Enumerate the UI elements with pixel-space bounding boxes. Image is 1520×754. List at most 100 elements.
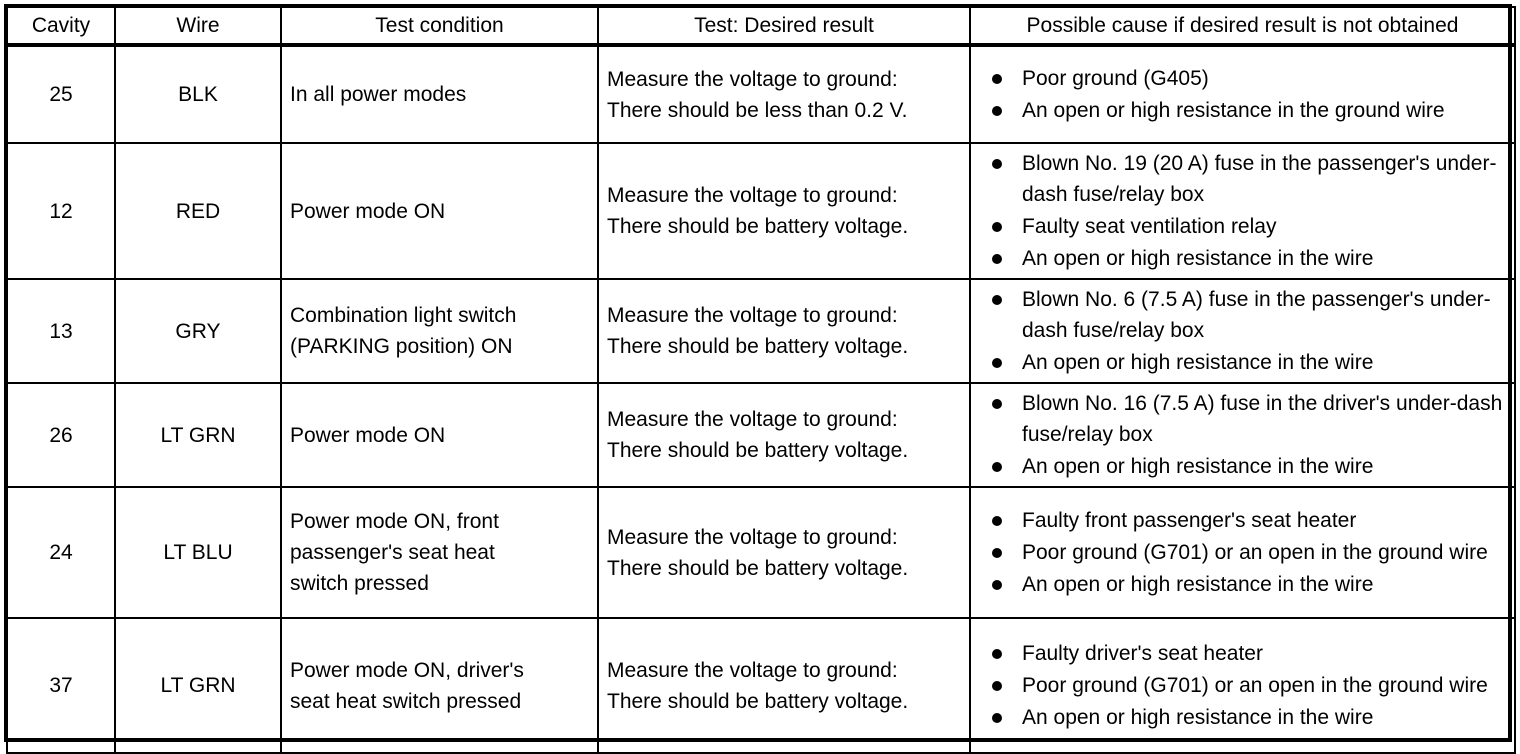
cell-cavity: 24	[6, 486, 116, 619]
bullet-icon	[992, 399, 1002, 409]
possible-cause-list: Blown No. 19 (20 A) fuse in the passenge…	[989, 148, 1510, 274]
possible-cause-text: An open or high resistance in the ground…	[1022, 99, 1445, 122]
test-condition-line: Power mode ON	[290, 199, 446, 223]
list-item: An open or high resistance in the wire	[989, 702, 1510, 733]
column-header-test-desired-result-label: Test: Desired result	[694, 13, 874, 37]
cell-cavity: 12	[6, 142, 116, 280]
bullet-icon	[992, 159, 1002, 169]
bullet-icon	[992, 681, 1002, 691]
list-item: Poor ground (G701) or an open in the gro…	[989, 670, 1510, 701]
column-header-test-condition: Test condition	[280, 6, 599, 47]
cell-possible-cause: Blown No. 16 (7.5 A) fuse in the driver'…	[969, 382, 1516, 488]
cell-test-condition: Power mode ON	[280, 382, 599, 488]
list-item: An open or high resistance in the wire	[989, 451, 1510, 482]
bullet-icon	[992, 358, 1002, 368]
bullet-icon	[992, 516, 1002, 526]
possible-cause-list: Blown No. 16 (7.5 A) fuse in the driver'…	[989, 388, 1510, 482]
column-header-possible-cause: Possible cause if desired result is not …	[969, 6, 1516, 47]
list-item: Blown No. 16 (7.5 A) fuse in the driver'…	[989, 388, 1510, 450]
troubleshooting-table: Cavity Wire Test condition Test: Desired…	[6, 6, 1516, 754]
test-condition-line: In all power modes	[290, 83, 467, 106]
possible-cause-text: Faulty front passenger's seat heater	[1022, 509, 1357, 532]
cell-cavity: 25	[6, 44, 116, 144]
cell-possible-cause: Poor ground (G405) An open or high resist…	[969, 44, 1516, 144]
cell-wire: LT GRN	[114, 382, 282, 488]
possible-cause-text: Poor ground (G405)	[1022, 67, 1209, 90]
list-item: Poor ground (G405)	[989, 63, 1510, 94]
cell-cavity: 13	[6, 278, 116, 384]
bullet-icon	[992, 106, 1002, 116]
column-header-cavity: Cavity	[6, 6, 116, 47]
possible-cause-text: Blown No. 19 (20 A) fuse in the passenge…	[1022, 152, 1497, 206]
cell-test-condition: Power mode ON, front passenger's seat hea…	[280, 486, 599, 619]
list-item: Blown No. 6 (7.5 A) fuse in the passenge…	[989, 284, 1510, 346]
list-item: Faulty driver's seat heater	[989, 638, 1510, 669]
possible-cause-text: An open or high resistance in the wire	[1022, 573, 1374, 596]
bullet-icon	[992, 295, 1002, 305]
cell-possible-cause: Blown No. 19 (20 A) fuse in the passenge…	[969, 142, 1516, 280]
test-desired-result-line: There should be battery voltage.	[607, 215, 909, 238]
cell-test-desired-result: Measure the voltage to ground:There shou…	[597, 44, 971, 144]
cell-wire: BLK	[114, 44, 282, 144]
cell-wire: RED	[114, 142, 282, 280]
cell-test-desired-result: Measure the voltage to ground:There shou…	[597, 617, 971, 754]
bullet-icon	[992, 74, 1002, 84]
possible-cause-text: An open or high resistance in the wire	[1022, 455, 1374, 478]
test-desired-result-line: Measure the voltage to ground:	[607, 304, 898, 327]
cell-test-desired-result: Measure the voltage to ground: There shou…	[597, 142, 971, 280]
table-header-row: Cavity Wire Test condition Test: Desired…	[6, 6, 1516, 47]
possible-cause-text: Faulty driver's seat heater	[1022, 642, 1263, 665]
bullet-icon	[992, 548, 1002, 558]
test-desired-result-line: Measure the voltage to ground:	[607, 184, 898, 207]
possible-cause-text: Blown No. 16 (7.5 A) fuse in the driver'…	[1022, 392, 1503, 446]
list-item: Faulty front passenger's seat heater	[989, 505, 1510, 536]
list-item: An open or high resistance in the wire	[989, 569, 1510, 600]
column-header-test-condition-label: Test condition	[375, 13, 504, 37]
cell-cavity: 37	[6, 617, 116, 754]
test-desired-result-line: There should be battery voltage.	[607, 439, 909, 462]
test-desired-result-line: Measure the voltage to ground:	[607, 525, 898, 549]
test-condition-line: Power mode ON, front	[290, 510, 499, 533]
cell-cavity: 26	[6, 382, 116, 488]
cell-wire: LT BLU	[114, 486, 282, 619]
cell-wire: GRY	[114, 278, 282, 384]
test-desired-result-line: Measure the voltage to ground:	[607, 408, 898, 431]
bullet-icon	[992, 713, 1002, 723]
test-desired-result-line: Measure the voltage to ground:	[607, 67, 898, 91]
bullet-icon	[992, 649, 1002, 659]
column-header-possible-cause-label: Possible cause if desired result is not …	[1026, 13, 1459, 37]
list-item: Poor ground (G701) or an open in the gro…	[989, 537, 1510, 568]
column-header-cavity-label: Cavity	[31, 13, 91, 37]
possible-cause-text: Faulty seat ventilation relay	[1022, 215, 1277, 238]
list-item: Faulty seat ventilation relay	[989, 211, 1510, 242]
possible-cause-text: Blown No. 6 (7.5 A) fuse in the passenge…	[1022, 288, 1491, 342]
test-desired-result-line: There should be battery voltage.	[607, 556, 909, 580]
test-condition-line: Power mode ON, driver's	[290, 658, 524, 682]
list-item: An open or high resistance in the wire	[989, 347, 1510, 378]
cell-test-desired-result: Measure the voltage to ground: There shou…	[597, 278, 971, 384]
possible-cause-text: An open or high resistance in the wire	[1022, 351, 1374, 374]
cell-wire: LT GRN	[114, 617, 282, 754]
cell-test-condition: Power mode ON	[280, 142, 599, 280]
possible-cause-text: Poor ground (G701) or an open in the gro…	[1022, 541, 1488, 564]
table-header: Cavity Wire Test condition Test: Desired…	[6, 6, 1516, 47]
cell-test-condition: In all power modes	[280, 44, 599, 144]
cell-test-desired-result: Measure the voltage to ground: There shou…	[597, 382, 971, 488]
test-desired-result-line: Measure the voltage to ground:	[607, 658, 898, 682]
column-header-test-desired-result: Test: Desired result	[597, 6, 971, 47]
test-condition-line: Combination light switch	[290, 304, 517, 327]
possible-cause-text: An open or high resistance in the wire	[1022, 706, 1374, 729]
test-condition-line: passenger's seat heat	[290, 541, 495, 564]
test-desired-result-line: There should be battery voltage.	[607, 335, 909, 358]
